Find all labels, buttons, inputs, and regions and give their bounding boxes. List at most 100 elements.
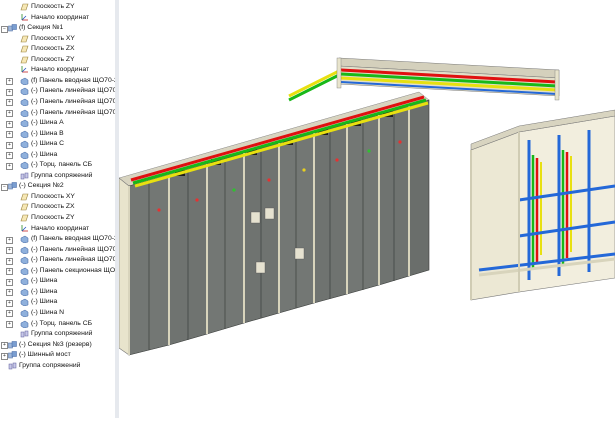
part-icon: [20, 109, 29, 117]
expander-icon[interactable]: +: [6, 321, 13, 328]
part-icon: [20, 256, 29, 265]
tree-item-label: Группа сопряжений: [31, 330, 93, 338]
frame-posts: [128, 106, 410, 355]
expander-icon[interactable]: +: [6, 78, 13, 86]
expander-icon[interactable]: −: [1, 25, 8, 33]
tree-item[interactable]: + (-) Шина A: [0, 118, 64, 129]
tree-item-label: (f) Секция №1: [19, 24, 64, 32]
tree-item[interactable]: + (-) Панель линейная ЩО70-2-16 (2): [0, 108, 116, 119]
tree-scrollbar[interactable]: [115, 0, 119, 418]
expander-icon[interactable]: +: [6, 141, 13, 149]
expander-icon[interactable]: +: [6, 257, 13, 265]
tree-item-label: (-) Шина A: [31, 119, 64, 127]
tree-item[interactable]: Группа сопряжений: [0, 361, 80, 372]
mates-icon: [8, 362, 17, 370]
plane-icon: [20, 214, 29, 222]
expander-icon[interactable]: +: [6, 278, 13, 286]
assembly-icon: [8, 182, 17, 190]
tree-item-label: (-) Панель линейная ЩО70-2-16: [31, 256, 116, 264]
tree-item[interactable]: Плоскость ZY: [0, 213, 75, 224]
tree-item-label: Плоскость XY: [31, 34, 75, 42]
tree-item[interactable]: +(-) Панель линейная ЩО70-2-23: [0, 86, 115, 97]
tree-item-label: Начало координат: [31, 13, 90, 21]
expander-icon[interactable]: −: [1, 183, 8, 191]
expander-icon[interactable]: +: [6, 110, 13, 117]
plane-icon: [20, 45, 29, 53]
part-icon: [20, 130, 29, 138]
expander-icon[interactable]: +: [6, 299, 13, 307]
tree-item-label: (-) Шина: [31, 277, 58, 285]
tree-item-label: (-) Панель линейная ЩО70-2-16 (2): [31, 108, 116, 116]
tree-item[interactable]: +(-) Торц. панель СБ: [0, 319, 92, 330]
tree-item[interactable]: + (f) Панель вводная ЩО70-2-44: [0, 234, 115, 245]
tree-item[interactable]: Начало координат: [0, 65, 89, 76]
tree-item-label: (f) Панель вводная ЩО70-2-44: [31, 235, 115, 243]
tree-item[interactable]: +(-) Шина: [0, 150, 57, 161]
tree-item[interactable]: + (-) Панель линейная ЩО70-2-23: [0, 245, 116, 256]
tree-item-label: Группа сопряжений: [19, 361, 81, 369]
expander-icon[interactable]: +: [6, 247, 13, 255]
origin-icon: [20, 13, 29, 22]
breaker-handles: [250, 207, 305, 274]
expander-icon[interactable]: +: [6, 152, 13, 160]
tree-item[interactable]: +(-) Панель линейная ЩО70-2-16 (1): [0, 97, 115, 108]
assembly-3d-view[interactable]: [118, 0, 615, 418]
tree-item[interactable]: − (f) Секция №1: [0, 23, 63, 34]
tree-item[interactable]: Начало координат: [0, 13, 89, 24]
tree-item[interactable]: +(-) Панель секционная ЩО70-2-72: [0, 266, 115, 277]
tree-item[interactable]: Плоскость ZX: [0, 202, 75, 213]
expander-icon[interactable]: +: [6, 310, 13, 318]
tree-item[interactable]: +(-) Шина B: [0, 129, 64, 140]
expander-icon[interactable]: +: [6, 88, 13, 96]
plane-icon: [20, 193, 29, 201]
tree-item[interactable]: +(-) Торц. панель СБ: [0, 160, 92, 171]
tree-item[interactable]: +(-) Шина: [0, 297, 57, 308]
tree-item[interactable]: Группа сопряжений: [0, 329, 92, 340]
expander-icon[interactable]: +: [6, 289, 13, 297]
tree-item[interactable]: Плоскость XY: [0, 192, 75, 203]
assembly-icon: [8, 351, 17, 359]
expander-icon[interactable]: +: [6, 268, 13, 276]
graphics-viewport[interactable]: [118, 0, 615, 418]
tree-item[interactable]: Плоскость ZY: [0, 2, 75, 13]
tree-item-label: (-) Шина: [31, 287, 58, 295]
part-icon: [20, 235, 29, 244]
tree-item[interactable]: +(f) Панель вводная ЩО70-2-44: [0, 76, 115, 87]
tree-item[interactable]: Группа сопряжений: [0, 171, 92, 182]
expander-icon[interactable]: +: [6, 99, 13, 107]
tree-item[interactable]: +(-) Секция №3 (резерв): [0, 340, 92, 351]
tree-item[interactable]: + (-) Шина: [0, 276, 57, 287]
expander-icon[interactable]: +: [6, 131, 13, 139]
end-panel-left: [118, 177, 130, 356]
tree-item-label: Группа сопряжений: [31, 171, 93, 179]
part-icon: [20, 298, 29, 307]
indicator-lamps: [157, 140, 402, 212]
origin-icon: [20, 66, 29, 74]
tree-item[interactable]: Плоскость ZX: [0, 44, 75, 55]
tree-item[interactable]: + (-) Шина: [0, 287, 57, 298]
tree-item-label: Плоскость ZY: [31, 214, 75, 221]
tree-item[interactable]: + (-) Шина N: [0, 308, 64, 319]
expander-icon[interactable]: +: [6, 236, 13, 244]
part-icon: [20, 309, 29, 318]
expander-icon[interactable]: +: [6, 120, 13, 128]
tree-item-label: (-) Шина N: [31, 308, 65, 316]
part-icon: [20, 267, 29, 276]
expander-icon[interactable]: +: [6, 162, 13, 170]
tree-item[interactable]: + (-) Панель линейная ЩО70-2-16: [0, 255, 116, 266]
tree-item-label: (-) Панель линейная ЩО70-2-23: [31, 245, 116, 253]
tree-item-label: (-) Секция №2: [19, 182, 64, 190]
part-icon: [20, 140, 29, 149]
tree-item[interactable]: Плоскость ZY: [0, 55, 75, 66]
expander-icon[interactable]: +: [1, 352, 8, 360]
tree-item[interactable]: +(-) Шинный мост: [0, 350, 71, 361]
tree-item[interactable]: +(-) Шина C: [0, 139, 64, 150]
tree-item[interactable]: Плоскость XY: [0, 34, 75, 45]
plane-icon: [20, 203, 29, 211]
bus-bridge: [288, 57, 560, 102]
tree-item[interactable]: Начало координат: [0, 224, 89, 235]
tree-item-label: Начало координат: [31, 224, 90, 232]
tree-item[interactable]: − (-) Секция №2: [0, 181, 64, 192]
expander-icon[interactable]: +: [1, 342, 8, 350]
